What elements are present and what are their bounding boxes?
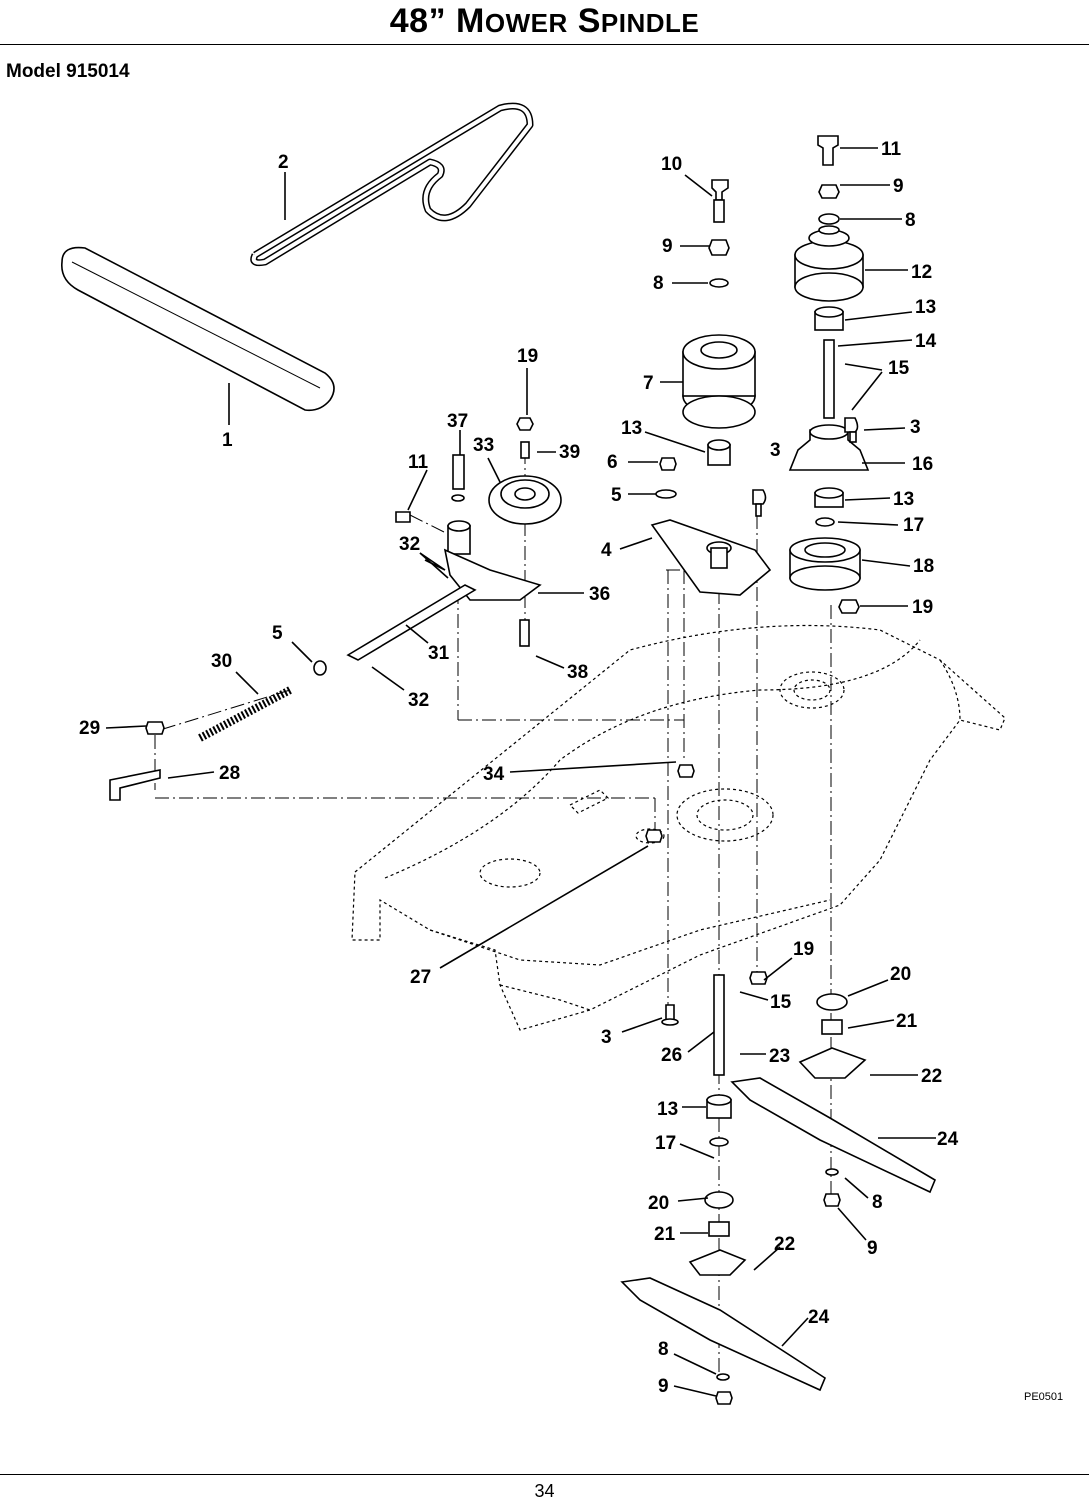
callout: 27 (410, 967, 431, 988)
callout: 18 (913, 556, 934, 577)
callout: 9 (893, 176, 904, 197)
callout: 11 (881, 139, 902, 160)
leader-lines (105, 147, 936, 1397)
idler-assembly (346, 417, 562, 661)
callout: 7 (643, 373, 654, 394)
callout: 8 (872, 1192, 883, 1213)
right-spindle-stack (788, 135, 870, 614)
model-label: Model 915014 (6, 61, 130, 82)
callout: 17 (655, 1133, 676, 1154)
callout-labels: 1 2 10 11 9 9 8 8 12 13 14 15 19 7 3 37 … (79, 139, 959, 1397)
callout: 11 (408, 452, 429, 473)
callout: 19 (517, 346, 538, 367)
page-number: 34 (534, 1481, 555, 1501)
footer-rule (0, 1474, 1089, 1475)
callout: 20 (648, 1193, 669, 1214)
callout: 34 (483, 764, 505, 785)
callout: 9 (658, 1376, 669, 1397)
callout: 21 (654, 1224, 676, 1245)
callout: 19 (793, 939, 814, 960)
callout: 22 (921, 1066, 942, 1087)
callout: 31 (428, 643, 450, 664)
page-title: 48” MOWER SPINDLE (0, 2, 1089, 41)
callout: 39 (559, 442, 580, 463)
title-word1-rest: OWER (484, 8, 568, 38)
spring-and-bracket (109, 660, 327, 801)
callout: 32 (399, 534, 420, 555)
callout: 15 (888, 358, 910, 379)
callout: 3 (770, 440, 781, 461)
belt-2 (250, 102, 534, 267)
callout: 3 (910, 417, 921, 438)
figure-code: PE0501 (1024, 1391, 1064, 1403)
callout: 13 (621, 418, 642, 439)
callout: 9 (867, 1238, 878, 1259)
callout: 10 (661, 154, 682, 175)
callout: 24 (808, 1307, 830, 1328)
callout: 13 (657, 1099, 678, 1120)
callout: 22 (774, 1234, 795, 1255)
callout: 29 (79, 718, 100, 739)
callout: 13 (915, 297, 936, 318)
callout: 14 (915, 331, 937, 352)
callout: 4 (601, 540, 612, 561)
callout: 37 (447, 411, 468, 432)
callout: 3 (601, 1027, 612, 1048)
callout: 8 (653, 273, 664, 294)
callout: 21 (896, 1011, 918, 1032)
callout: 13 (893, 489, 914, 510)
callout: 26 (661, 1045, 682, 1066)
title-word2-rest: PINDLE (600, 8, 700, 38)
header-rule (0, 44, 1089, 45)
callout: 16 (912, 454, 933, 475)
callout: 38 (567, 662, 588, 683)
callout: 20 (890, 964, 911, 985)
callout: 5 (611, 485, 622, 506)
callout: 28 (219, 763, 240, 784)
title-size: 48” (389, 2, 447, 40)
callout: 30 (211, 651, 232, 672)
callout: 6 (607, 452, 618, 473)
callout: 32 (408, 690, 429, 711)
belt-1 (61, 246, 335, 412)
callout: 8 (658, 1339, 669, 1360)
mower-deck (351, 624, 1006, 1031)
callout: 8 (905, 210, 916, 231)
lower-assembly (620, 764, 937, 1405)
callout: 33 (473, 435, 494, 456)
callout: 9 (662, 236, 673, 257)
callout: 17 (903, 515, 924, 536)
callout: 5 (272, 623, 283, 644)
callout: 19 (912, 597, 933, 618)
callout: 12 (911, 262, 932, 283)
callout: 2 (278, 152, 289, 173)
callout: 1 (222, 430, 233, 451)
center-spindle-stack (682, 179, 756, 466)
title-word1-initial: M (456, 2, 485, 40)
title-word2-initial: S (577, 2, 601, 40)
callout: 23 (769, 1046, 790, 1067)
callout: 15 (770, 992, 792, 1013)
spindle-plate (650, 457, 772, 596)
callout: 24 (937, 1129, 959, 1150)
callout: 36 (589, 584, 610, 605)
